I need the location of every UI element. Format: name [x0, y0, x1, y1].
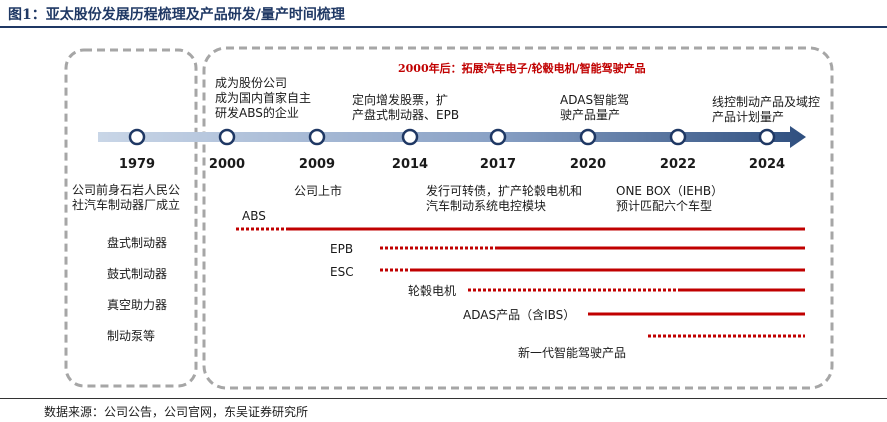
period-note: 2000年后：拓展汽车电子/轮毂电机/智能驾驶产品 [398, 62, 646, 75]
modern-period-frame [202, 46, 834, 390]
event-2022: ONE BOX（IEHB） 预计匹配六个车型 [616, 184, 724, 213]
event-2009: 公司上市 [294, 184, 343, 198]
event-1979: 公司前身石岩人民公 社汽车制动器厂成立 [72, 183, 181, 212]
footer-rule [0, 398, 887, 399]
event-2024: 线控制动产品及域控 产品计划量产 [712, 95, 821, 124]
timeline-node-2009 [308, 128, 326, 146]
figure-title: 图1：亚太股份发展历程梳理及产品研发/量产时间梳理 [8, 7, 345, 23]
event-2017: 发行可转债，扩产轮毂电机和 汽车制动系统电控模块 [426, 184, 583, 213]
product-label-adas: ADAS产品（含IBS） [463, 308, 576, 322]
event-2020: ADAS智能驾 驶产品量产 [560, 93, 630, 122]
year-label: 2000 [208, 157, 246, 172]
source-note: 数据来源：公司公告，公司官网，东吴证券研究所 [44, 405, 309, 419]
timeline-node-2024 [758, 128, 776, 146]
product-label-abs: ABS [242, 209, 266, 223]
early-product: 鼓式制动器 [107, 267, 168, 281]
product-label-hub-motor: 轮毂电机 [408, 284, 457, 298]
product-label-esc: ESC [330, 265, 354, 279]
year-label: 2024 [748, 157, 786, 172]
product-label-next-gen: 新一代智能驾驶产品 [518, 346, 627, 360]
timeline-node-2022 [669, 128, 687, 146]
title-rule [0, 26, 887, 28]
year-label: 2020 [569, 157, 607, 172]
timeline-node-2017 [489, 128, 507, 146]
early-product: 真空助力器 [107, 298, 168, 312]
early-product: 制动泵等 [107, 329, 156, 343]
product-label-epb: EPB [330, 242, 354, 256]
year-label: 2009 [298, 157, 336, 172]
timeline-node-1979 [128, 128, 146, 146]
timeline-node-2000 [218, 128, 236, 146]
event-2014: 定向增发股票，扩 产盘式制动器、EPB [352, 93, 460, 122]
year-label: 2022 [659, 157, 697, 172]
timeline-node-2020 [579, 128, 597, 146]
early-period-frame [64, 48, 198, 388]
early-product: 盘式制动器 [107, 236, 168, 250]
year-label: 2017 [479, 157, 517, 172]
timeline-node-2014 [401, 128, 419, 146]
event-2000: 成为股份公司 成为国内首家自主 研发ABS的企业 [215, 76, 312, 120]
year-label: 1979 [118, 157, 156, 172]
timeline-arrow [98, 126, 806, 148]
year-label: 2014 [391, 157, 429, 172]
